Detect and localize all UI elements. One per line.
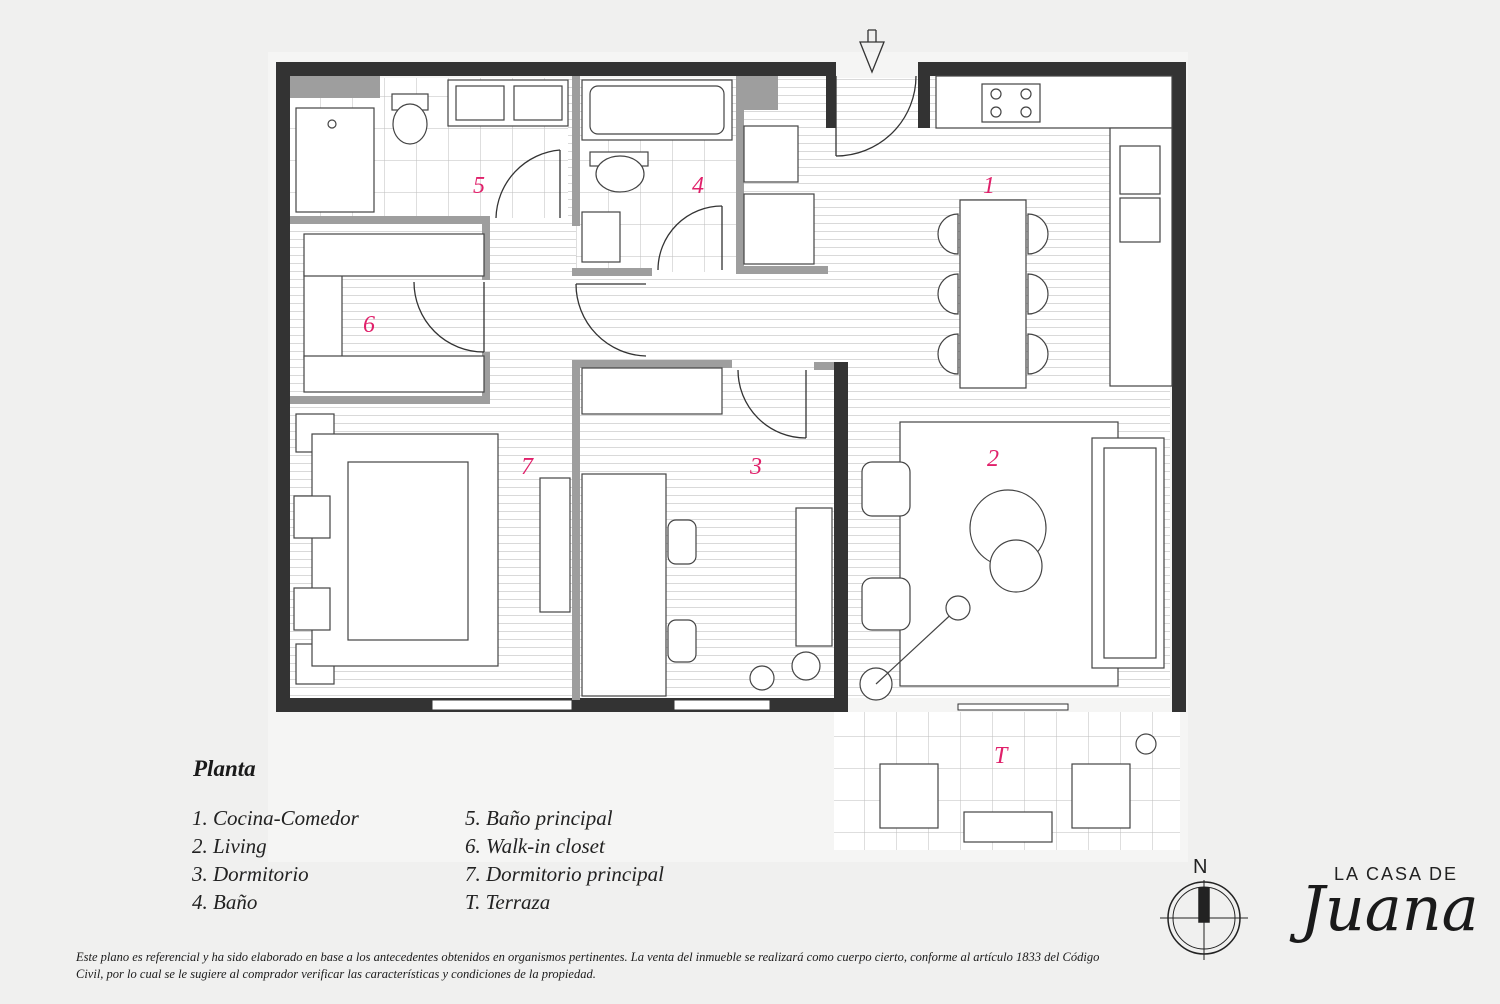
bathroom-5-fixtures xyxy=(295,79,569,213)
legend-item: 2. Living xyxy=(192,834,267,858)
legend-item: 3. Dormitorio xyxy=(192,862,309,886)
closet-fixtures xyxy=(303,233,723,415)
disclaimer-text: Este plano es referencial y ha sido elab… xyxy=(76,950,1100,981)
legend-item: 5. Baño principal xyxy=(465,806,613,830)
bedroom-3-furniture xyxy=(581,473,833,697)
living-furniture xyxy=(859,421,1165,701)
room-number-1: 1 xyxy=(983,173,995,199)
laundry-appliances xyxy=(743,125,815,265)
legend-item: T. Terraza xyxy=(465,890,551,914)
room-number-6: 6 xyxy=(363,312,375,338)
brand-logo-script: Juana xyxy=(1300,872,1479,945)
room-number-4: 4 xyxy=(692,173,704,199)
compass-icon xyxy=(1160,880,1248,960)
brand-logo-top: LA CASA DE xyxy=(1334,864,1459,884)
windows xyxy=(431,699,1069,711)
room-number-5: 5 xyxy=(473,173,485,199)
dining-table xyxy=(937,199,1049,389)
legend-item: 7. Dormitorio principal xyxy=(465,862,664,886)
legend-item: 4. Baño xyxy=(192,890,258,914)
legend-column-2: 5. Baño principal 6. Walk-in closet 7. D… xyxy=(465,804,664,916)
room-number-3: 3 xyxy=(749,454,762,480)
bathroom-4-fixtures xyxy=(581,79,733,263)
terrace-furniture xyxy=(879,733,1157,843)
entry-arrow-icon xyxy=(859,29,885,74)
legend-item: 1. Cocina-Comedor xyxy=(192,806,359,830)
kitchen-counter xyxy=(935,75,1173,387)
room-number-7: 7 xyxy=(521,454,534,480)
room-numbers: 1 2 3 4 5 6 7 T xyxy=(363,173,1009,769)
legend-column-1: 1. Cocina-Comedor 2. Living 3. Dormitori… xyxy=(192,804,359,916)
compass-north-label: N xyxy=(1193,856,1208,878)
door-swings xyxy=(413,75,917,439)
legend-item: 6. Walk-in closet xyxy=(465,834,605,858)
room-number-2: 2 xyxy=(987,446,999,472)
legend-title: Planta xyxy=(193,756,256,781)
master-bed xyxy=(293,413,571,685)
room-number-t: T xyxy=(994,743,1009,769)
